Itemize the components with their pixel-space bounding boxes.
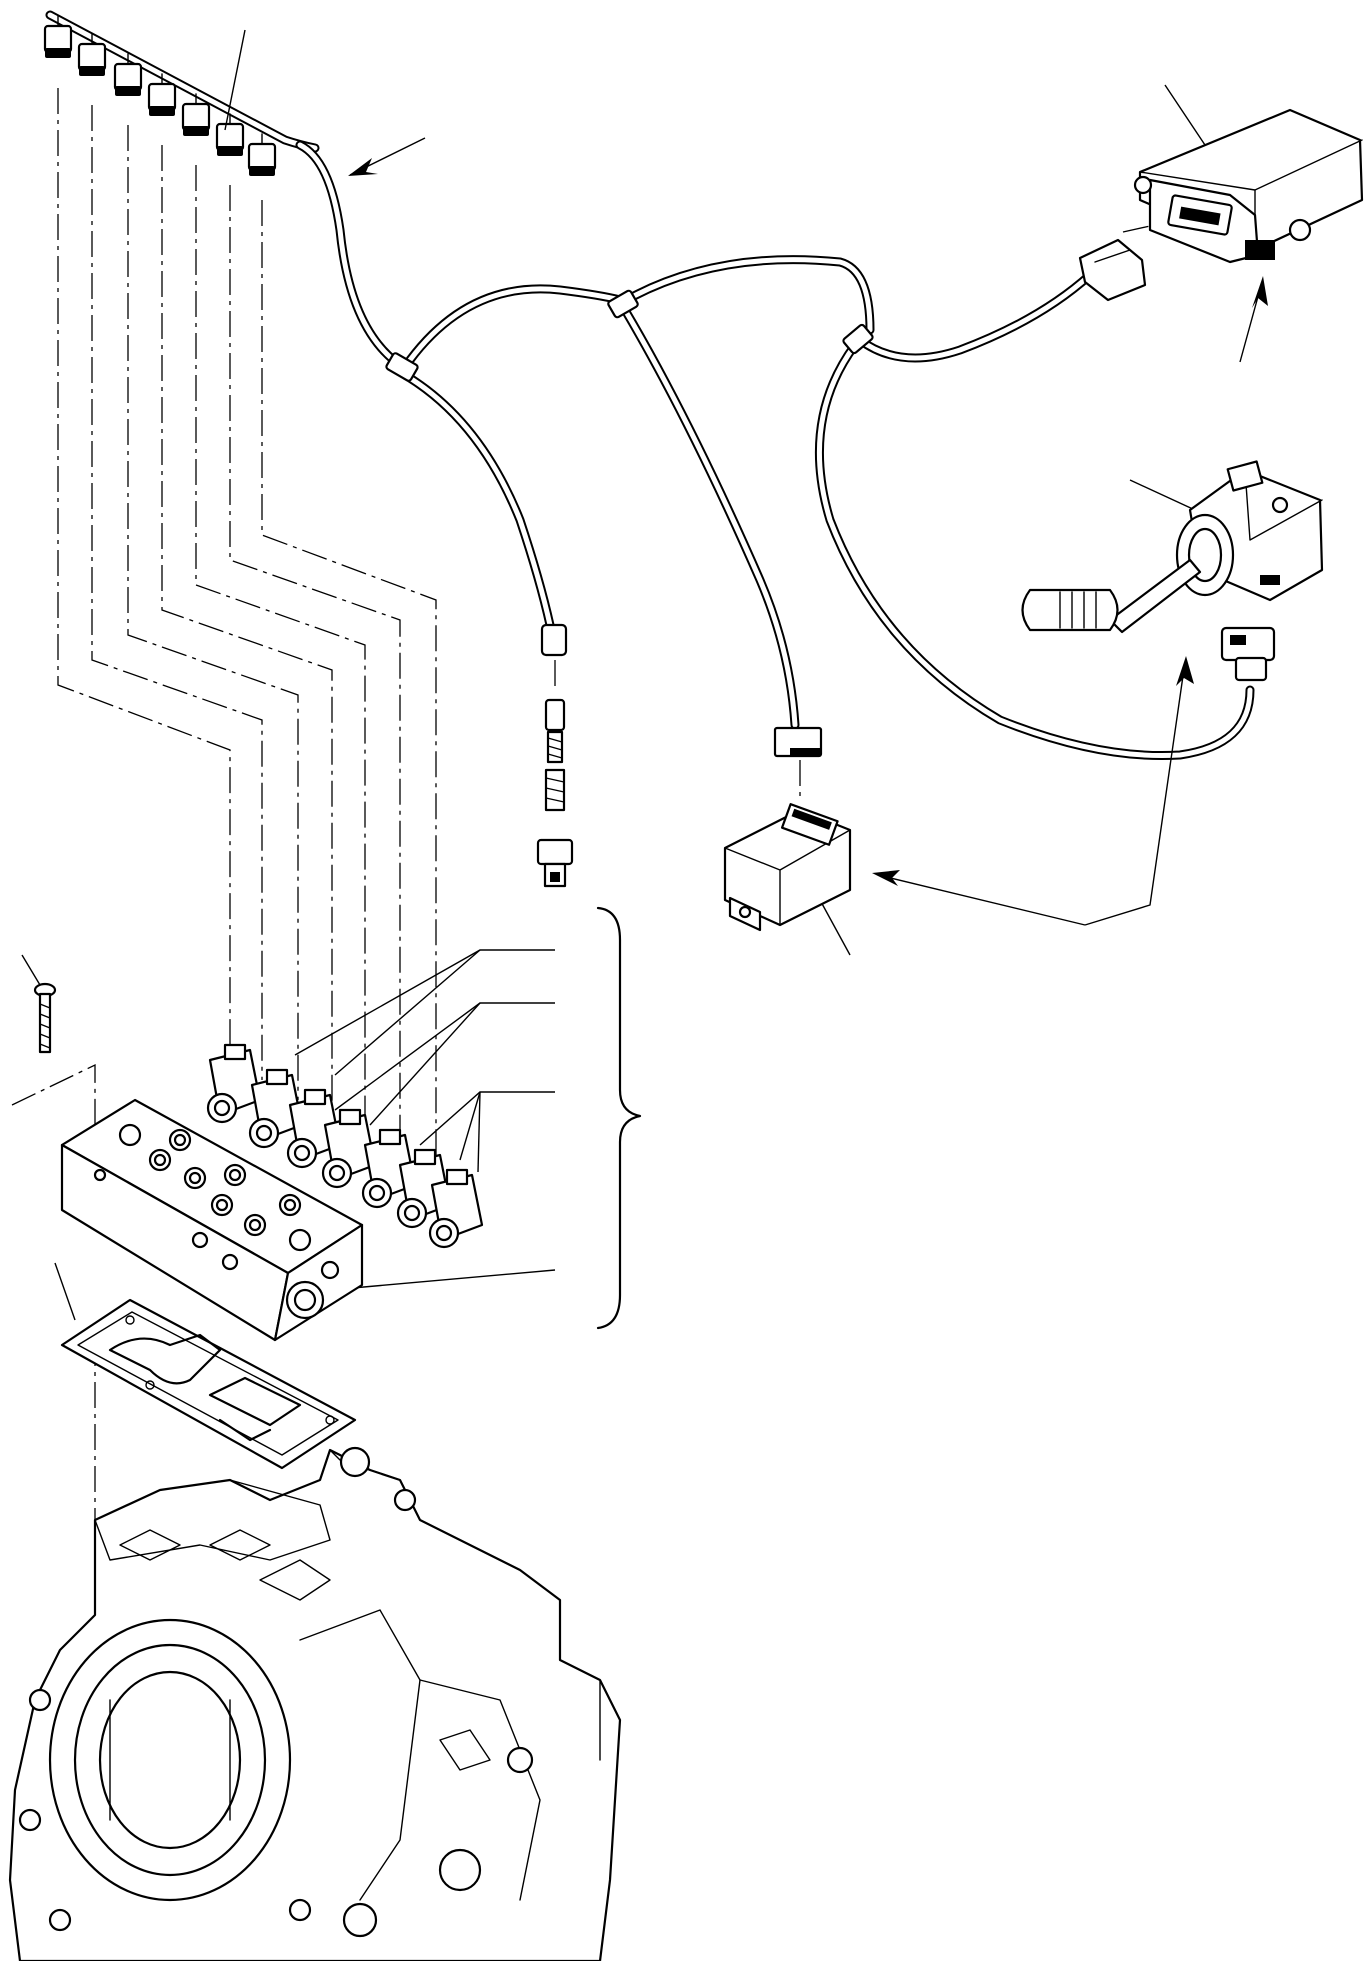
harness-junction-1 [385,352,419,382]
callout-leaders [21,29,1268,1330]
wiring-harness [43,10,1276,761]
solenoid-1 [206,1043,262,1124]
transmission-control-lever [1021,460,1324,634]
relay-plug [773,726,823,758]
electronic-control-unit [1133,108,1364,264]
leader-valve-block [329,1269,556,1291]
speed-sensor [536,698,574,888]
group-brace [596,906,642,1330]
harness-junction-2 [607,289,639,319]
mounting-screw [33,982,57,1054]
valve-ports [118,1123,312,1252]
routing-lines [11,88,1151,1700]
sensor-plug [540,623,568,657]
ecu-axis [1122,225,1151,233]
arrow-relay [877,874,1086,926]
leader-screw [21,954,41,986]
leader-harness [224,29,246,131]
leader-solenoid-b [334,1002,555,1111]
solenoid-7 [428,1168,484,1249]
ecu-plug [1078,238,1147,302]
arrow-joystick [1084,661,1186,926]
solenoid-valve-block [60,1098,364,1342]
rail-connectors [43,15,277,176]
joystick-plug [1220,626,1276,682]
valve-block-gasket [60,1298,357,1470]
leader-ecu [1164,84,1206,146]
harness-junction-3 [842,323,874,355]
leader-joystick [1129,479,1196,511]
leader-gasket [54,1262,76,1321]
leader-relay [819,899,851,956]
relay-module [723,803,852,932]
transmission-housing [8,1446,622,1961]
solenoids [206,1043,484,1249]
leader-solenoid-c [419,1091,555,1146]
